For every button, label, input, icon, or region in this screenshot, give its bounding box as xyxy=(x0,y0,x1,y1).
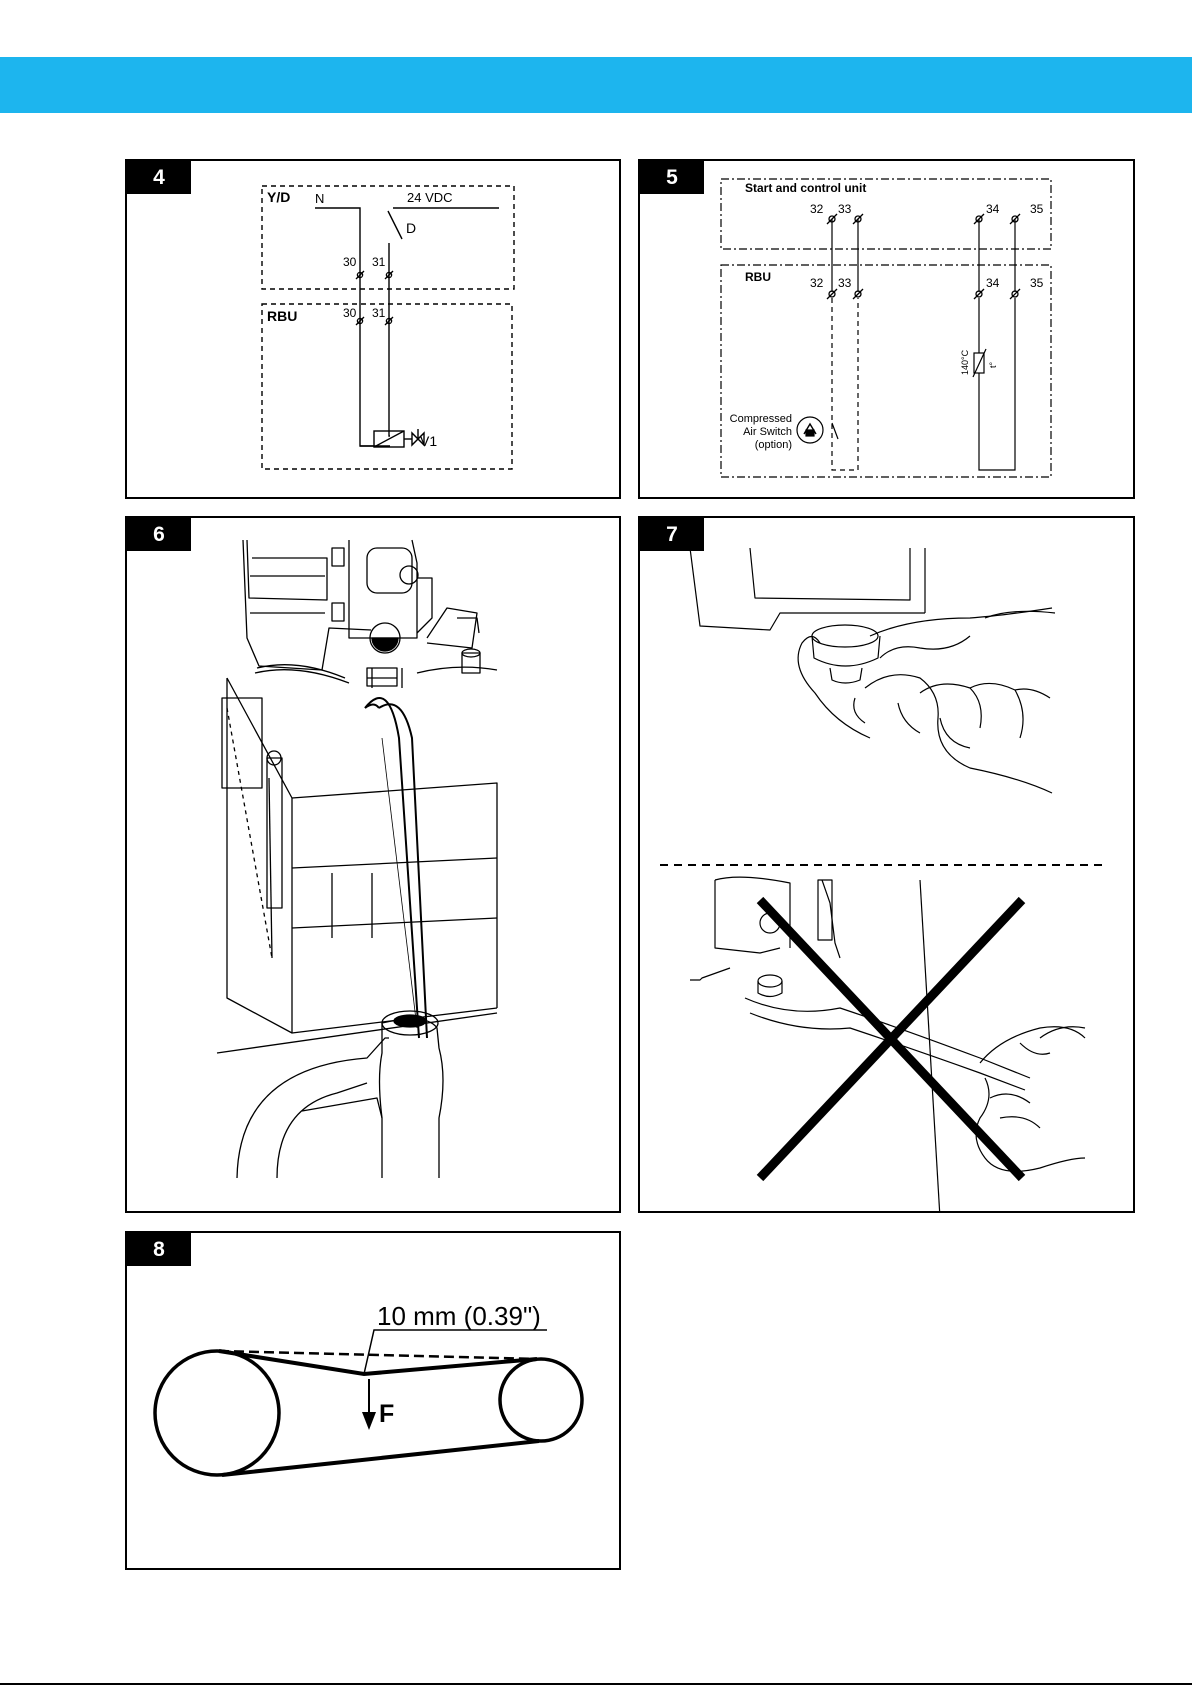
header-bar xyxy=(0,57,1192,113)
label-rbu: RBU xyxy=(267,308,297,324)
terminal-31: 31 xyxy=(372,255,386,269)
figure-number: 5 xyxy=(640,161,704,194)
terminal-32: 32 xyxy=(810,276,824,290)
terminal-34: 34 xyxy=(986,276,1000,290)
figure-number: 6 xyxy=(127,518,191,551)
label-air-switch: Air Switch xyxy=(743,426,792,438)
figure-7-filter-hand-tighten: 7 xyxy=(638,516,1135,1213)
figure-5-wiring-start-unit: 5 xyxy=(638,159,1135,499)
yd-wiring-diagram: Y/D N 24 VDC D 30 31 RBU 30 31 V1 xyxy=(127,161,619,497)
label-yd: Y/D xyxy=(267,189,290,205)
label-temperature: 140°C xyxy=(960,349,970,375)
terminal-35: 35 xyxy=(1030,276,1044,290)
label-24vdc: 24 VDC xyxy=(407,190,453,205)
label-compressed: Compressed xyxy=(730,413,792,425)
figure-number: 7 xyxy=(640,518,704,551)
figure-number: 8 xyxy=(127,1233,191,1266)
force-arrow xyxy=(362,1412,376,1430)
terminal-30: 30 xyxy=(343,255,357,269)
label-rbu: RBU xyxy=(745,270,771,284)
filter-by-hand-illustration xyxy=(640,518,1133,1211)
force-label: F xyxy=(379,1400,394,1428)
label-n: N xyxy=(315,191,324,206)
terminal-30: 30 xyxy=(343,306,357,320)
terminal-34: 34 xyxy=(986,202,1000,216)
terminal-31: 31 xyxy=(372,306,386,320)
oil-drain-illustration xyxy=(127,518,619,1211)
figure-6-oil-drain: 6 xyxy=(125,516,621,1213)
terminal-33: 33 xyxy=(838,276,852,290)
label-start-control-unit: Start and control unit xyxy=(745,181,866,195)
label-option: (option) xyxy=(755,439,792,451)
deflection-label: 10 mm (0.39") xyxy=(377,1301,541,1331)
figure-4-wiring-yd: 4 Y/D N 24 VDC xyxy=(125,159,621,499)
terminal-35: 35 xyxy=(1030,202,1044,216)
terminal-32: 32 xyxy=(810,202,824,216)
large-pulley xyxy=(155,1351,279,1475)
terminal-33: 33 xyxy=(838,202,852,216)
small-pulley xyxy=(500,1359,582,1441)
label-v1: V1 xyxy=(420,433,437,449)
label-t-symbol: t° xyxy=(988,361,998,368)
figure-number: 4 xyxy=(127,161,191,194)
belt-tension-diagram: 10 mm (0.39") F xyxy=(127,1233,619,1568)
label-d: D xyxy=(406,220,416,236)
figure-8-belt-tension: 8 10 mm (0.39") F xyxy=(125,1231,621,1570)
start-unit-wiring-diagram: Start and control unit 32 33 34 35 RBU 3… xyxy=(640,161,1133,497)
